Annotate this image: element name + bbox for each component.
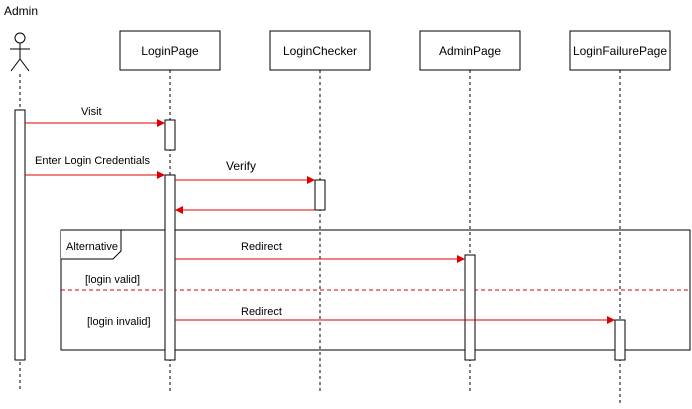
message-label-verify: Verify: [226, 159, 256, 173]
guard-login-valid: [login valid]: [85, 274, 140, 286]
participant-adminpage: AdminPage: [419, 30, 521, 71]
participant-loginpage: LoginPage: [119, 30, 221, 71]
activation-loginfailurepage: [614, 319, 626, 361]
alt-fragment: Alternative [login valid] [login invalid…: [60, 229, 691, 351]
participant-loginchecker: LoginChecker: [269, 30, 371, 71]
participant-label: LoginPage: [141, 44, 199, 58]
message-label-visit: Visit: [81, 106, 102, 118]
message-label-enter-credentials: Enter Login Credentials: [35, 155, 150, 167]
participant-label: AdminPage: [439, 44, 501, 58]
message-label-redirect-failure: Redirect: [241, 306, 282, 318]
stick-figure-icon: [10, 32, 30, 72]
participant-label: LoginFailurePage: [573, 44, 667, 58]
participant-loginfailurepage: LoginFailurePage: [569, 30, 671, 71]
message-label-redirect-admin: Redirect: [241, 241, 282, 253]
activation-adminpage: [464, 254, 476, 361]
activation-loginpage-credentials: [164, 174, 176, 361]
fragment-operator-label: Alternative: [66, 241, 118, 253]
fragment-operator-tab: [61, 229, 122, 260]
guard-login-invalid: [login invalid]: [87, 316, 151, 328]
actor-admin: Admin: [4, 4, 38, 72]
actor-label: Admin: [4, 4, 38, 18]
activation-loginpage-visit: [164, 119, 176, 151]
activation-admin: [14, 109, 26, 361]
participant-label: LoginChecker: [283, 44, 357, 58]
activation-loginchecker: [314, 179, 326, 211]
